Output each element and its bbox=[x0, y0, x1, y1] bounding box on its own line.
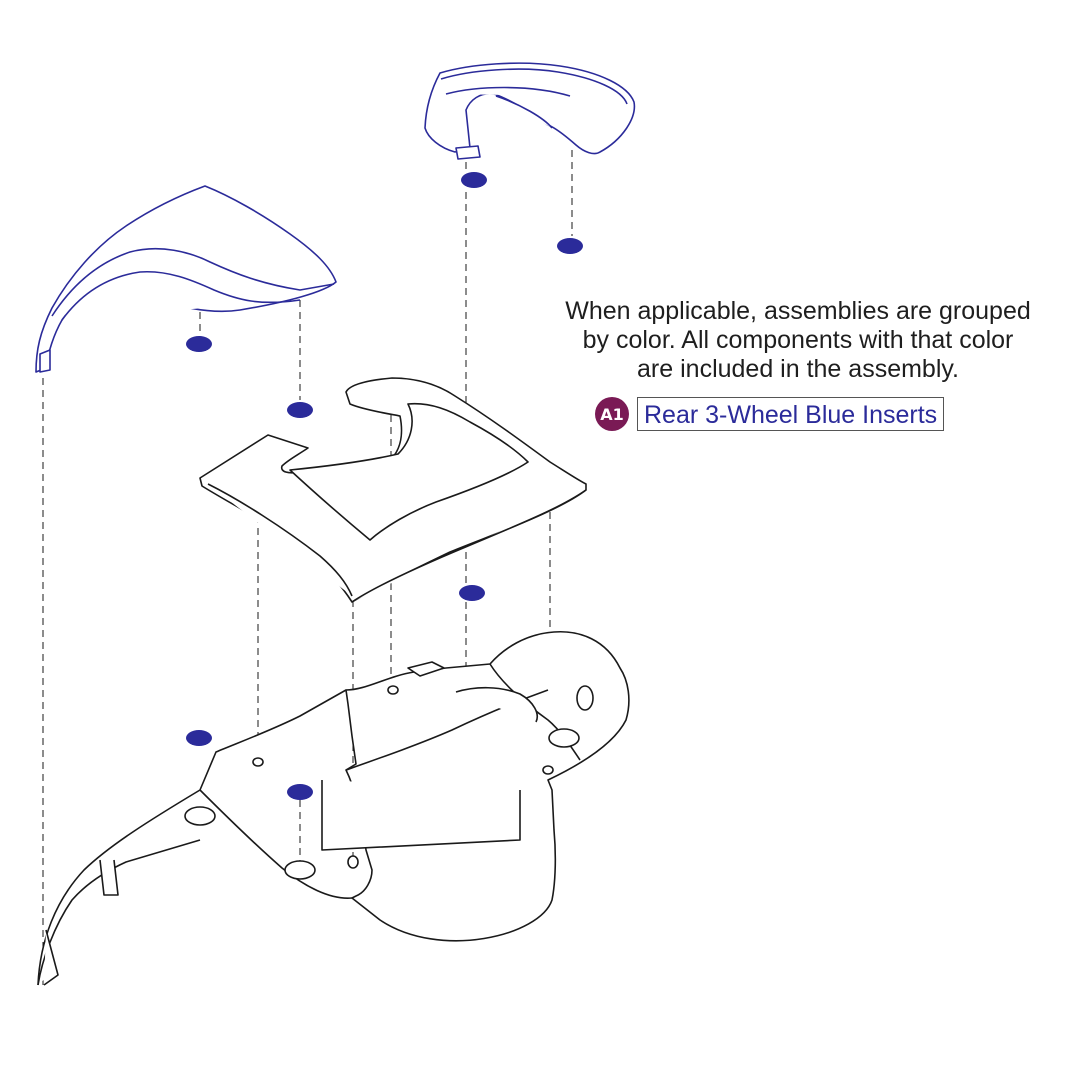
rear-right-blue-insert bbox=[424, 62, 636, 160]
mount-hole bbox=[184, 806, 216, 826]
insert-marker bbox=[461, 172, 487, 188]
top-cover-plate bbox=[199, 377, 587, 603]
color-grouping-note: When applicable, assemblies are grouped … bbox=[516, 297, 1080, 384]
note-line: are included in the assembly. bbox=[637, 355, 959, 383]
insert-edge bbox=[440, 68, 628, 105]
insert-marker bbox=[287, 784, 313, 800]
insert-marker bbox=[186, 730, 212, 746]
screw-hole bbox=[542, 765, 554, 775]
shroud-panel bbox=[321, 780, 521, 851]
fastener-markers bbox=[186, 172, 583, 800]
insert-marker bbox=[186, 336, 212, 352]
screw-hole bbox=[252, 757, 264, 767]
cover-plate-edge bbox=[207, 483, 353, 597]
shroud-peg bbox=[99, 859, 119, 896]
insert-marker bbox=[459, 585, 485, 601]
shroud-ridge bbox=[455, 686, 538, 723]
insert-marker bbox=[557, 238, 583, 254]
mount-hole bbox=[548, 728, 580, 748]
cover-plate-edge bbox=[351, 489, 587, 603]
mount-hole bbox=[284, 860, 316, 880]
insert-tab bbox=[39, 349, 51, 373]
note-line: When applicable, assemblies are grouped bbox=[565, 297, 1031, 325]
assembly-label: Rear 3-Wheel Blue Inserts bbox=[637, 397, 945, 431]
rear-shroud-base bbox=[37, 630, 630, 986]
insert-edge bbox=[445, 86, 571, 97]
shroud-edge bbox=[43, 929, 59, 986]
mount-hole bbox=[576, 685, 594, 711]
insert-edge bbox=[61, 270, 301, 321]
insert-tab bbox=[455, 145, 481, 160]
screw-hole bbox=[347, 855, 359, 869]
cover-plate-opening bbox=[289, 402, 529, 541]
rear-left-blue-insert bbox=[35, 185, 337, 373]
insert-marker bbox=[287, 402, 313, 418]
shroud-tab bbox=[407, 661, 445, 677]
note-line: by color. All components with that color bbox=[582, 326, 1014, 354]
screw-hole bbox=[387, 685, 399, 695]
insert-edge bbox=[495, 95, 553, 129]
assembly-legend: A1 Rear 3-Wheel Blue Inserts bbox=[595, 395, 945, 433]
shroud-outline bbox=[37, 630, 630, 986]
assembly-badge: A1 bbox=[595, 397, 629, 431]
